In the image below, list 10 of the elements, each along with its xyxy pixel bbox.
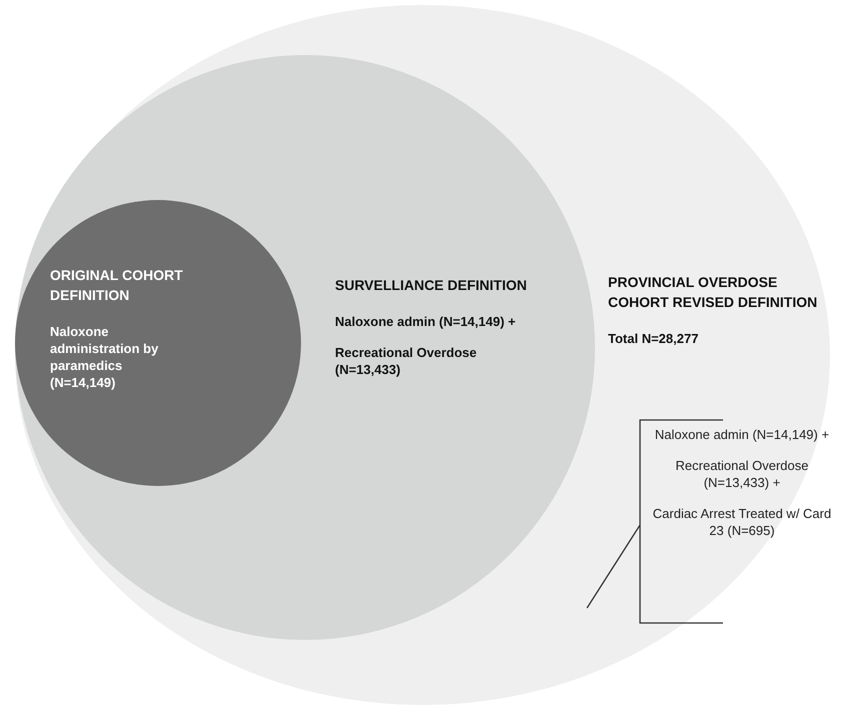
count-text: Naloxone admin (N=14,149) + <box>335 313 517 330</box>
count-text: Cardiac Arrest Treated w/ Card 23 (N=695) <box>652 505 832 539</box>
count-text: Naloxone admin (N=14,149) + <box>654 426 830 443</box>
heading: SURVELLIANCE DEFINITION <box>335 276 528 295</box>
heading: ORIGINAL COHORT DEFINITION <box>50 266 184 305</box>
count-text: Naloxone administration by paramedics (N=14,149) <box>50 323 160 391</box>
heading: PROVINCIAL OVERDOSE COHORT REVISED DEFINITION <box>608 273 818 312</box>
count-text: Total N=28,277 <box>608 330 700 347</box>
count-text: Recreational Overdose (N=13,433) <box>335 344 478 378</box>
count-text: Recreational Overdose (N=13,433) + <box>674 457 810 491</box>
